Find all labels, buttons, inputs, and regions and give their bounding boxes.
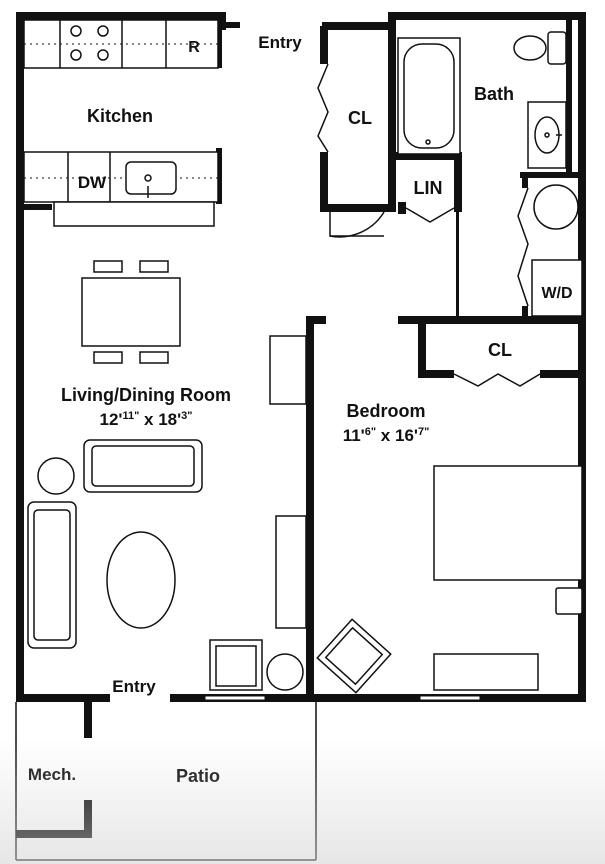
interior-walls (16, 12, 586, 702)
dresser (433, 653, 539, 691)
water-heater (533, 184, 579, 230)
living-console (269, 335, 307, 405)
end-table (37, 457, 75, 495)
exterior-walls (16, 12, 586, 702)
bed (433, 465, 583, 581)
armchair (209, 639, 263, 691)
refrigerator-label: R (188, 39, 200, 56)
loveseat (83, 439, 203, 493)
linen-door (405, 207, 455, 223)
side-table (266, 653, 304, 691)
stove-burners (70, 25, 109, 61)
dishwasher-label: DW (78, 173, 107, 192)
windows (204, 695, 481, 701)
linen-label: LIN (414, 178, 443, 198)
bedroom-label: Bedroom (346, 401, 425, 421)
entry-closet-door (317, 63, 329, 153)
bedroom-closet-door (453, 373, 541, 387)
sofa (27, 501, 77, 649)
living-dining-label: Living/Dining Room (61, 385, 231, 405)
washer-dryer (531, 259, 583, 317)
entry-closet-label: CL (348, 108, 372, 128)
bath-vanity (527, 101, 567, 169)
coffee-table (106, 531, 176, 629)
entry-bottom-label: Entry (112, 677, 156, 696)
dining-table-set (81, 260, 181, 364)
kitchen-label: Kitchen (87, 106, 153, 126)
bedroom-closet-label: CL (488, 340, 512, 360)
entry-door (329, 211, 385, 238)
nightstand (555, 587, 583, 615)
mech-label: Mech. (28, 765, 76, 784)
tv-stand (275, 515, 307, 629)
kitchen-counter-bottom (23, 151, 219, 227)
washer-dryer-label: W/D (541, 285, 572, 302)
laundry-closet-door (517, 187, 529, 307)
patio-label: Patio (176, 766, 220, 786)
living-dining-dimensions: 12'11" x 18'3" (99, 410, 192, 429)
entry-top-label: Entry (258, 33, 302, 52)
bathtub (397, 37, 461, 155)
bedroom-dimensions: 11'6" x 16'7" (343, 426, 430, 445)
kitchen-counter-top (23, 19, 219, 69)
bedroom-armchair (316, 618, 392, 694)
bath-label: Bath (474, 84, 514, 104)
toilet (513, 31, 567, 65)
